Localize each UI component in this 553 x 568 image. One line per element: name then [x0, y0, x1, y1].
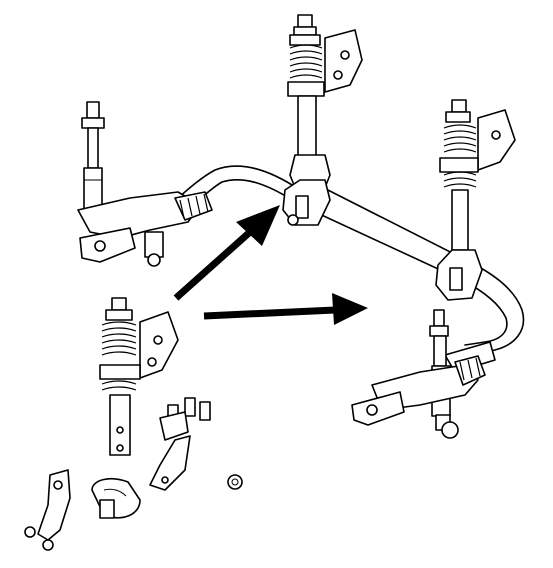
mounting-bracket-left	[77, 191, 213, 267]
mounting-bracket-right	[351, 355, 486, 426]
strut-assembly-top	[287, 14, 363, 196]
strut-assembly-exploded	[99, 297, 179, 456]
arrow-to-center-clamp	[173, 205, 280, 301]
loose-bushing	[91, 478, 141, 519]
strut-assembly-right	[439, 99, 516, 251]
loose-link	[24, 469, 71, 551]
bushing-clamp-right	[435, 249, 483, 301]
loose-bolts	[159, 397, 211, 441]
loose-bracket	[149, 435, 191, 491]
bushing-clamp-center	[282, 179, 331, 226]
loose-nut	[227, 474, 243, 490]
arrow-to-right-bar	[203, 293, 368, 325]
shock-absorber-left	[81, 101, 105, 214]
